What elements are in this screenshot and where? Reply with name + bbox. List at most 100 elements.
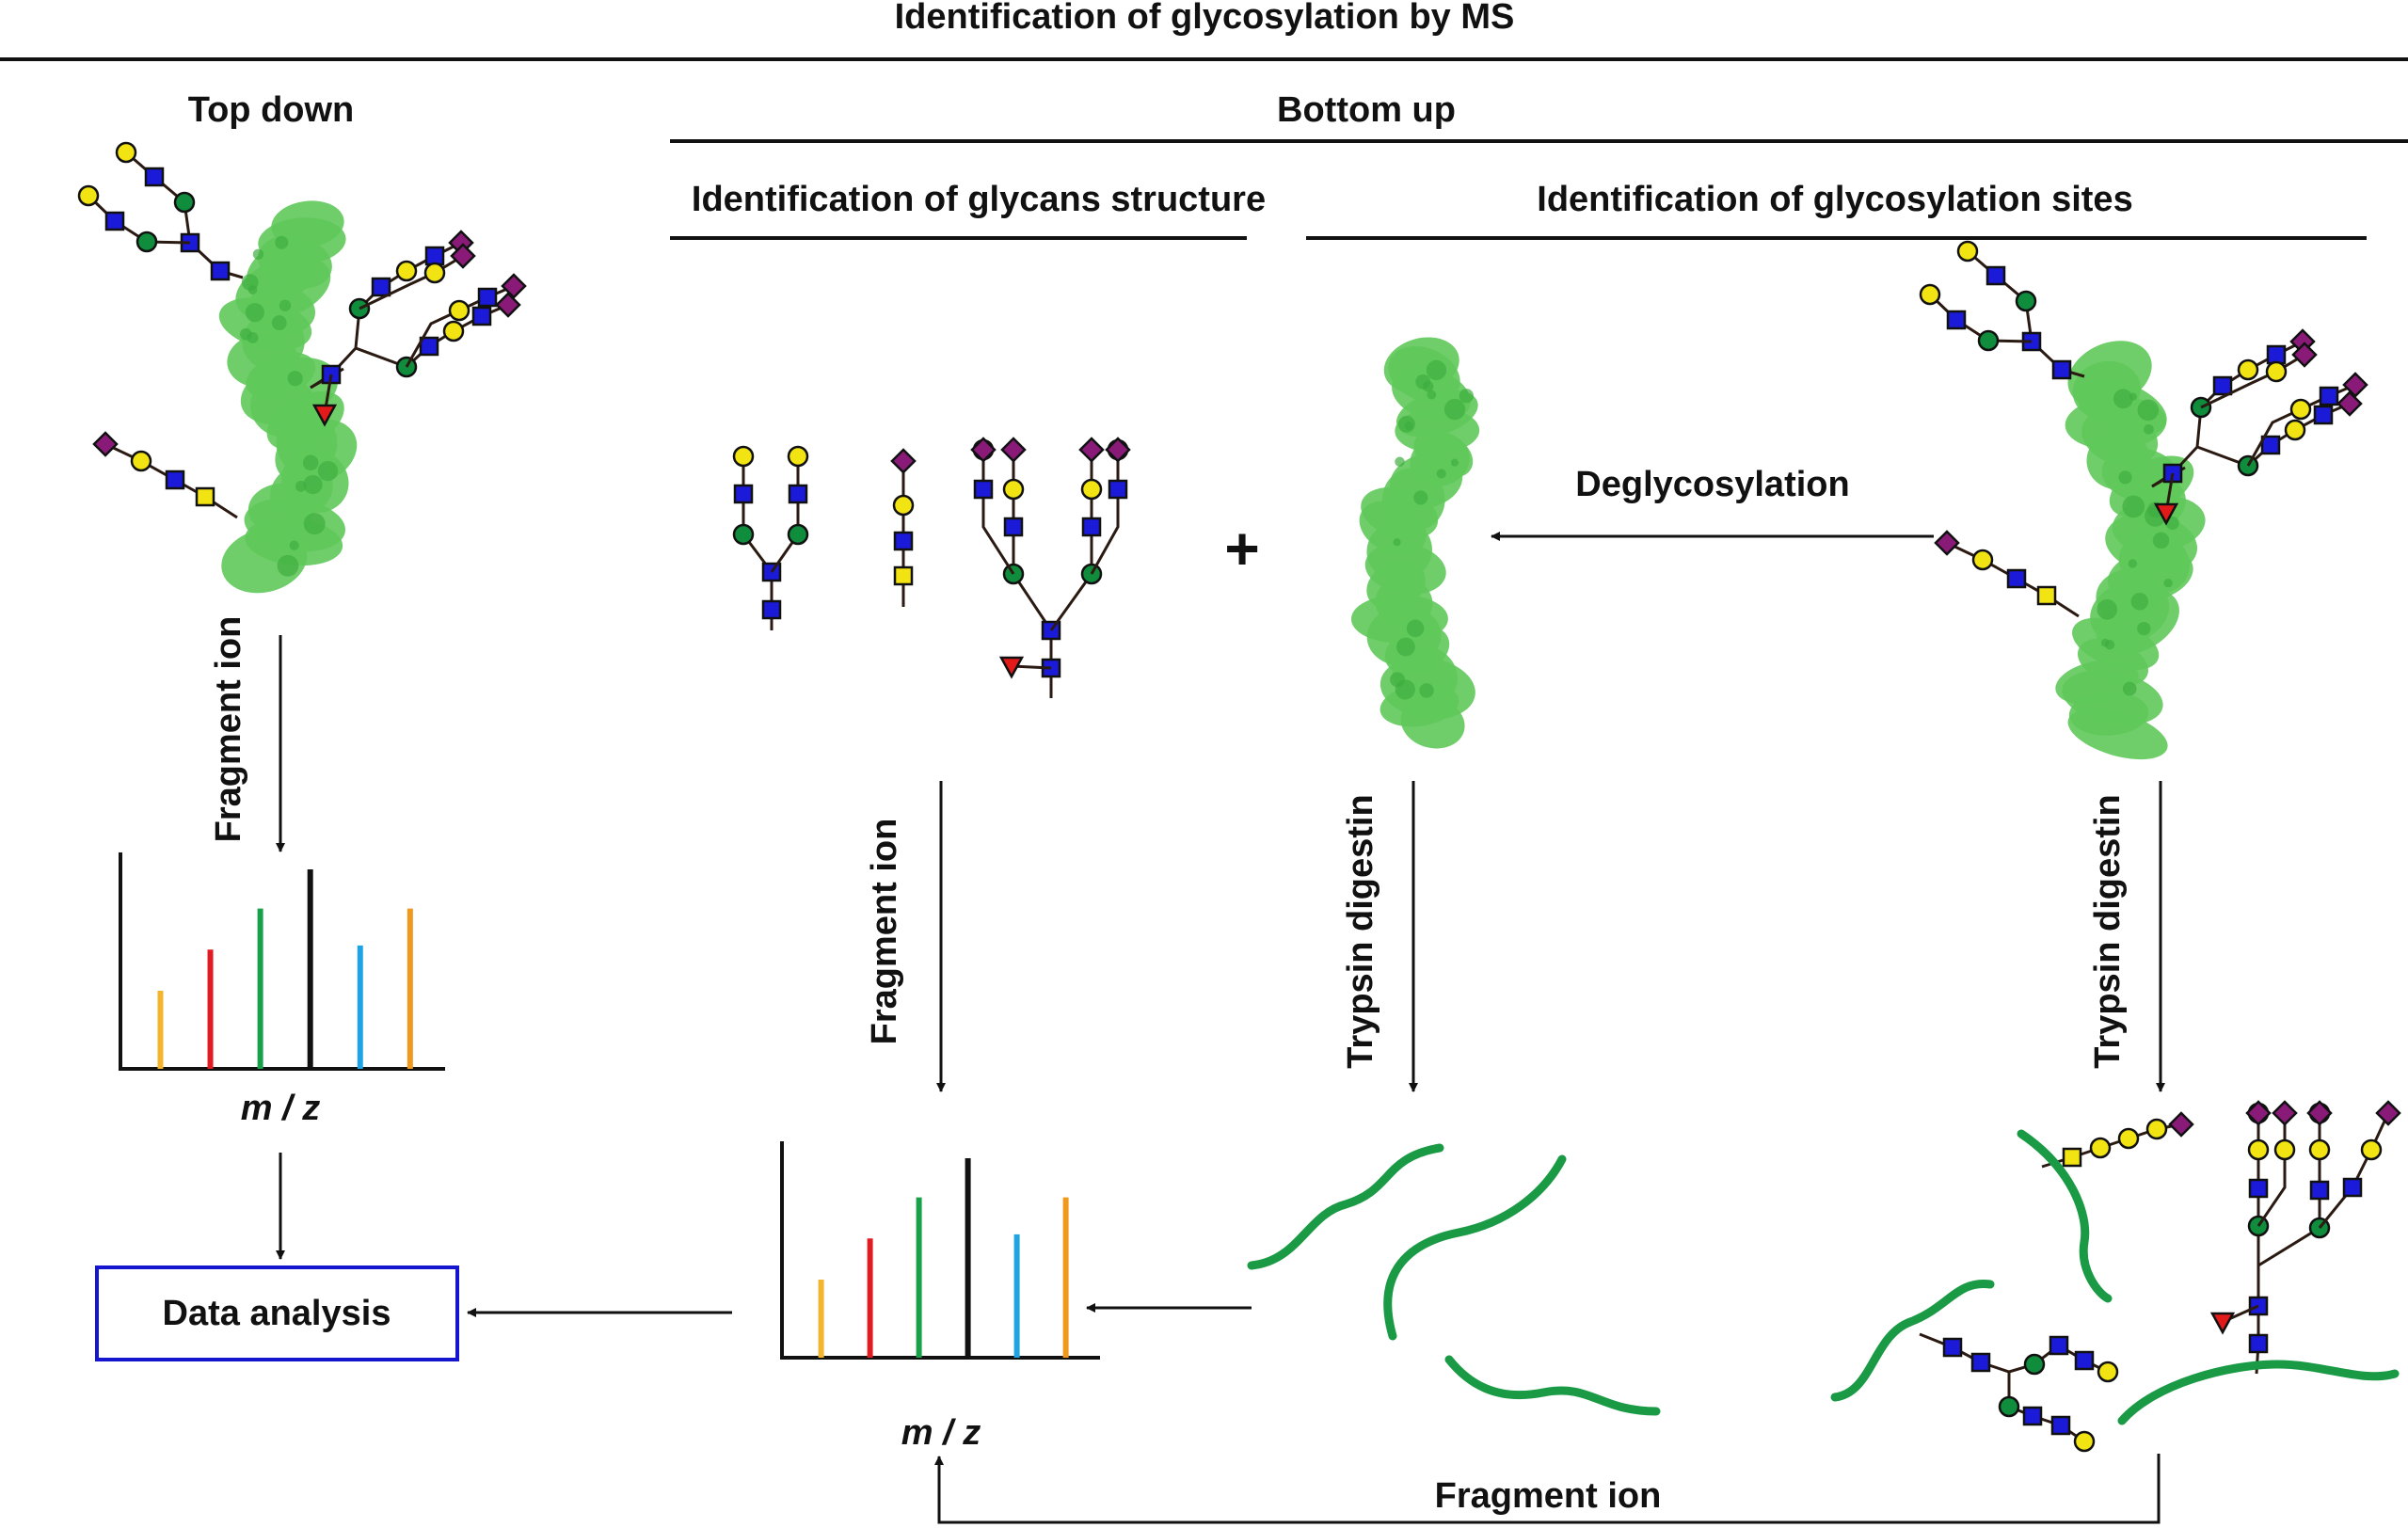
galactose-icon (2117, 1127, 2140, 1150)
protein-detail (1426, 359, 1447, 381)
glycan-bond (2007, 1372, 2085, 1443)
sialic-acid-icon (2168, 1111, 2194, 1138)
protein-detail (1422, 380, 1434, 392)
glycan-bond (87, 194, 191, 245)
galactose-icon (732, 445, 755, 468)
galactose-icon (2145, 1118, 2168, 1140)
galnac-icon (2036, 585, 2057, 606)
protein-detail (1459, 389, 1475, 404)
galnac-icon (2062, 1147, 2082, 1168)
mannose-icon (173, 191, 196, 214)
galactose-icon (2273, 1138, 2296, 1161)
sialic-acid-icon (890, 448, 917, 474)
protein-blob (221, 528, 308, 594)
plus-sign: + (1224, 515, 1259, 582)
glcnac-icon (2319, 386, 2339, 406)
protein-detail (2152, 532, 2170, 549)
galactose-icon (115, 141, 137, 164)
sialic-acid-icon (1078, 437, 1105, 463)
peptide-chain (1247, 1143, 1444, 1270)
glcnac-icon (1108, 479, 1128, 500)
sialic-acid-icon (1934, 530, 1960, 556)
glcnac-icon (471, 306, 492, 326)
peptide-chain (1383, 1154, 1567, 1341)
galactose-icon (2308, 1138, 2331, 1161)
fucose-icon (2153, 502, 2179, 526)
mannose-icon (1998, 1395, 2020, 1418)
protein-detail (279, 299, 292, 311)
peptide-chain (1830, 1279, 1995, 1402)
arrow-glycopeptide-fragment (934, 1454, 2161, 1524)
glcnac-icon (761, 599, 782, 620)
glcnac-icon (973, 479, 994, 500)
glcnac-icon (371, 277, 391, 297)
glycan-bond (2200, 353, 2305, 409)
fucose-icon (2209, 1312, 2236, 1335)
glcnac-icon (1942, 1337, 1963, 1358)
glcnac-icon (2260, 435, 2281, 455)
galnac-icon (195, 486, 215, 507)
protein-detail (2122, 495, 2145, 518)
sialic-acid-icon (970, 437, 997, 463)
glcnac-icon (2313, 405, 2334, 425)
glcnac-icon (2050, 1415, 2071, 1436)
data-analysis-box (95, 1265, 459, 1361)
glycan-bond (1967, 249, 2085, 378)
mz-label-left: m / z (241, 1089, 320, 1128)
glcnac-icon (1985, 265, 2006, 286)
glcnac-icon (144, 167, 165, 187)
glcnac-icon (2342, 1177, 2363, 1198)
sialic-acid-icon (2245, 1100, 2272, 1126)
data-analysis-label: Data analysis (163, 1294, 391, 1333)
glycan-bond (1049, 450, 1093, 631)
glycan-bond (981, 450, 1015, 575)
mannose-icon (1977, 329, 2000, 352)
glcnac-icon (104, 211, 125, 231)
protein-detail (239, 327, 252, 341)
protein-detail (2097, 598, 2118, 620)
glcnac-icon (1946, 310, 1967, 330)
glcnac-icon (1970, 1352, 1991, 1373)
glcnac-icon (2212, 375, 2233, 396)
galactose-icon (2289, 398, 2312, 421)
protein-detail (252, 248, 264, 260)
protein-detail (289, 540, 299, 550)
galnac-icon (893, 565, 914, 586)
glcnac-icon (2309, 1180, 2330, 1201)
glcnac-icon (424, 246, 445, 266)
mannose-icon (732, 523, 755, 546)
protein-detail (1397, 415, 1415, 433)
galactose-icon (395, 260, 418, 282)
protein-detail (317, 460, 339, 482)
sialic-acid-icon (1000, 437, 1027, 463)
peptide-chain (2017, 1129, 2113, 1303)
galactose-icon (442, 320, 465, 342)
protein-detail (2130, 593, 2149, 611)
protein-detail (2104, 640, 2115, 650)
mannose-icon (2023, 1353, 2046, 1376)
glcnac-icon (1081, 517, 1102, 537)
protein-detail (287, 371, 303, 387)
mannose-icon (787, 523, 809, 546)
glcnac-icon (2049, 1335, 2069, 1356)
peptide-chain (1444, 1355, 1661, 1416)
protein-detail (275, 235, 289, 249)
glcnac-icon (2051, 359, 2072, 380)
glcnac-icon (893, 531, 914, 551)
peptide-chain (2117, 1360, 2400, 1425)
protein-detail (1450, 458, 1459, 467)
galactose-icon (1002, 478, 1025, 501)
mass-spectrum-topdown (119, 852, 445, 1071)
glcnac-icon (788, 484, 808, 504)
glcnac-icon (2248, 1333, 2269, 1354)
protein-detail (247, 285, 258, 294)
sialic-acid-icon (92, 431, 119, 457)
glycan-bond (2318, 1112, 2390, 1229)
glycan-bond (359, 254, 464, 310)
glycan-bond (1928, 293, 2033, 343)
galactose-icon (2284, 419, 2306, 441)
sialic-acid-icon (501, 273, 527, 299)
galactose-icon (1956, 240, 1979, 263)
glcnac-icon (1003, 517, 1024, 537)
